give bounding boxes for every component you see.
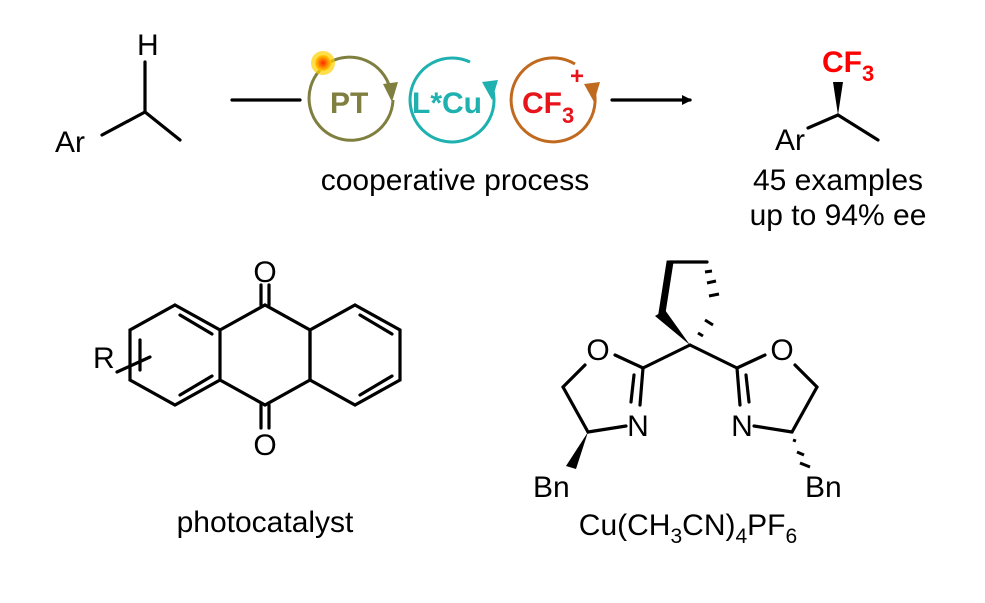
r-label: R — [93, 342, 115, 375]
product-ar-label: Ar — [775, 124, 805, 157]
ar-label: Ar — [55, 126, 85, 159]
photocatalyst-structure: O O R photocatalyst — [93, 256, 402, 539]
pt-cycle: PT — [307, 51, 398, 142]
o-bottom-label: O — [253, 429, 276, 462]
cf3-cation-label: CF3 — [522, 87, 574, 128]
n-right-label: N — [731, 410, 753, 443]
copper-salt-caption: Cu(CH3CN)4PF6 — [579, 509, 797, 548]
reactant-structure: H Ar — [55, 29, 182, 159]
copper-cycle: L*Cu — [408, 56, 498, 144]
wedge-bond — [833, 82, 843, 115]
n-left-label: N — [627, 410, 649, 443]
lcu-label: L*Cu — [412, 87, 482, 120]
o-left-label: O — [586, 334, 609, 367]
ligand-structure: O O N N Bn Bn Cu(CH3CN)4PF6 — [533, 260, 842, 548]
sun-icon — [311, 51, 335, 75]
examples-count: 45 examples — [753, 164, 923, 197]
h-label: H — [137, 29, 159, 62]
plus-sign: + — [570, 63, 584, 90]
ee-value: up to 94% ee — [750, 199, 927, 232]
pt-label: PT — [330, 87, 368, 120]
photocatalyst-caption: photocatalyst — [177, 506, 354, 539]
cf3-cycle: CF3 + — [509, 56, 600, 144]
product-cf3-label: CF3 — [822, 46, 874, 86]
bn-left-label: Bn — [533, 471, 570, 504]
bn-right-label: Bn — [805, 471, 842, 504]
process-label: cooperative process — [321, 164, 589, 197]
product-structure: CF3 Ar 45 examples up to 94% ee — [750, 46, 927, 232]
o-right-label: O — [770, 334, 793, 367]
o-top-label: O — [253, 256, 276, 289]
